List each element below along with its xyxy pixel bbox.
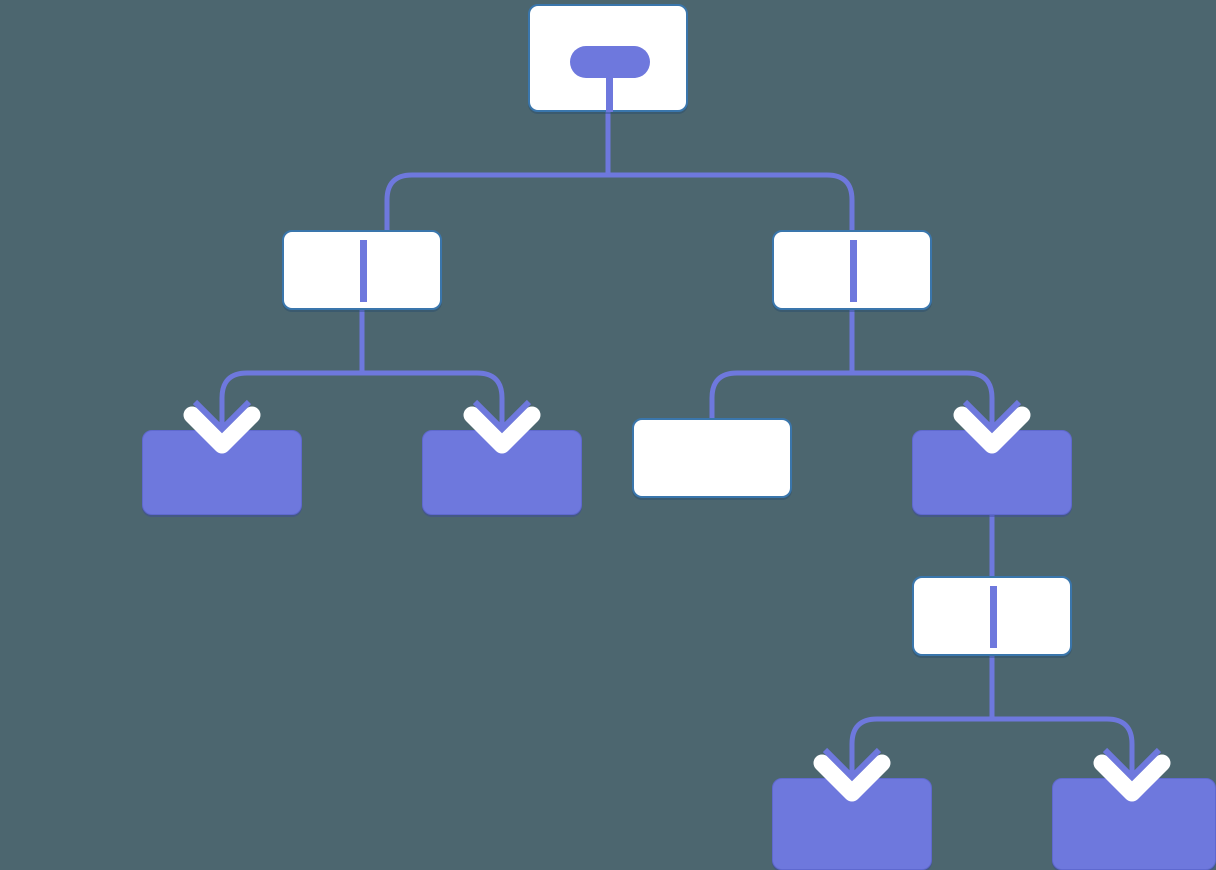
tree-node-leaf-1[interactable] xyxy=(142,430,302,515)
left-branch-node-stem xyxy=(360,240,367,302)
tree-node-leaf-2[interactable] xyxy=(422,430,582,515)
tree-node-root[interactable] xyxy=(528,4,688,112)
tree-node-leaf-6[interactable] xyxy=(1052,778,1216,870)
tree-node-leaf-3-white[interactable] xyxy=(632,418,792,498)
tree-node-leaf-4[interactable] xyxy=(912,430,1072,515)
root-node-stem xyxy=(606,72,613,112)
tree-node-sub-branch[interactable] xyxy=(912,576,1072,656)
tree-node-left-branch[interactable] xyxy=(282,230,442,310)
sub-branch-node-stem xyxy=(990,586,997,648)
tree-node-right-branch[interactable] xyxy=(772,230,932,310)
right-branch-node-stem xyxy=(850,240,857,302)
tree-node-leaf-5[interactable] xyxy=(772,778,932,870)
